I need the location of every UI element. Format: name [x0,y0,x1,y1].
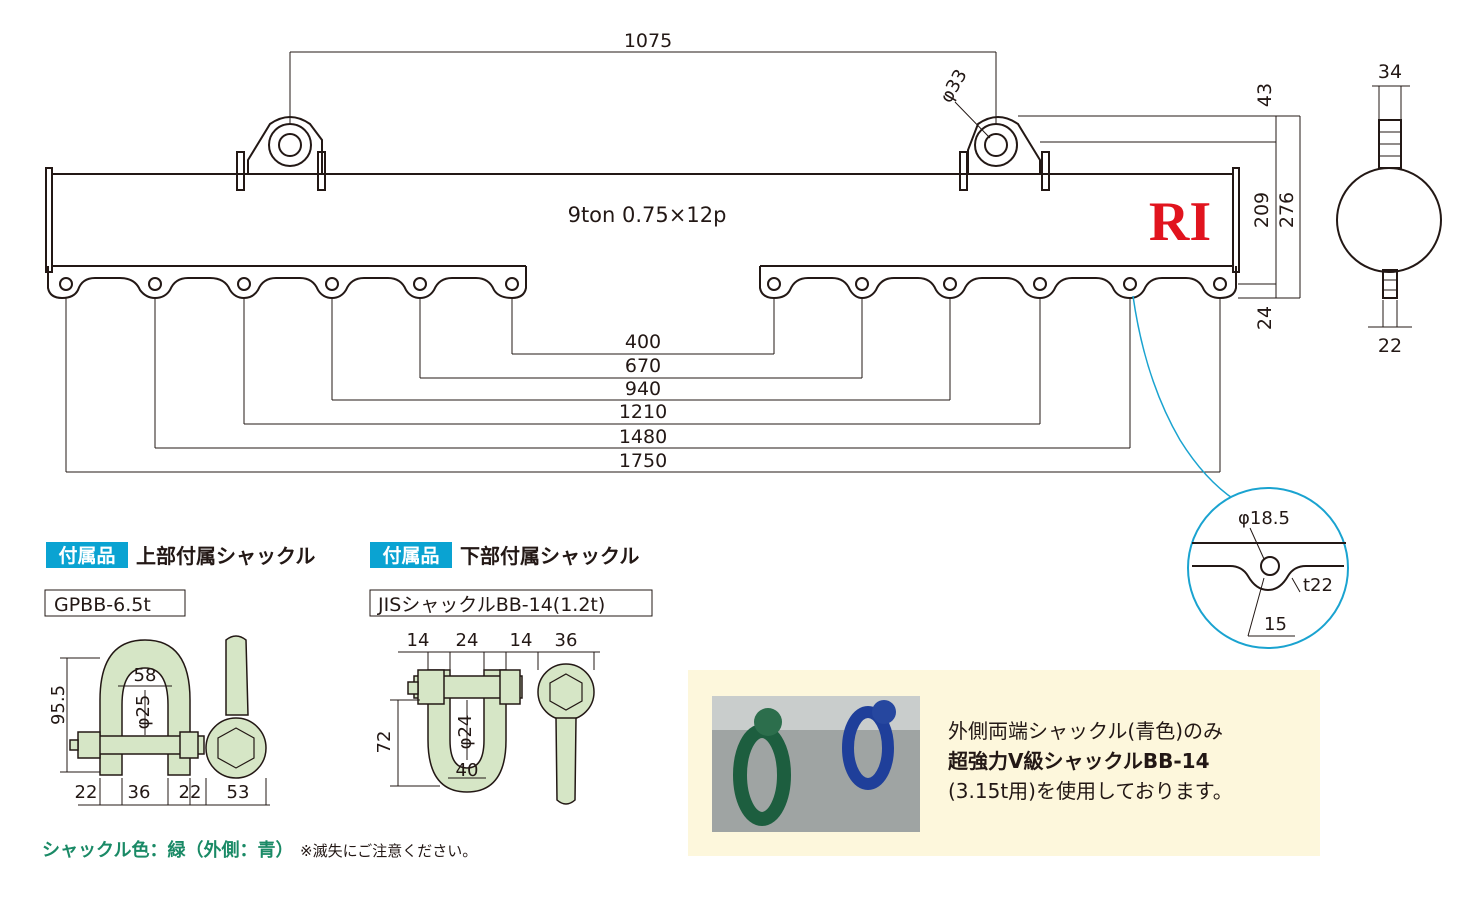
right-dimension: 43 209 276 24 [1018,83,1301,330]
detail-t: t22 [1303,575,1333,596]
upper-shackle-section: 付属品 上部付属シャックル GPBB-6.5t 95.5 58 φ25 22 3… [44,542,315,806]
lower-dim-pin: φ24 [455,715,476,750]
note-line1: 外側両端シャックル(青色)のみ [948,719,1223,743]
dim-34: 34 [1378,61,1402,83]
detail-r: 15 [1264,614,1287,635]
top-lug-left [236,116,326,191]
lower-dim-w: 40 [456,760,479,781]
note-line2: 超強力V級シャックルBB-14 [947,749,1210,773]
top-lug-right [959,116,1050,191]
bottom-holes [59,277,1227,291]
span-940: 940 [625,378,661,400]
span-dimensions: 400 670 940 1210 1480 1750 [65,298,1221,473]
detail-dia: φ18.5 [1238,508,1290,529]
beam-label: 9ton 0.75×12p [568,203,727,227]
span-400: 400 [625,331,661,353]
upper-dim-c: 22 [179,782,202,803]
dim-209: 209 [1251,192,1273,228]
loss-caution: ※滅失にご注意ください。 [300,842,477,860]
dim-276: 276 [1276,192,1298,228]
shackle-color-note: シャックル色：緑（外側：青） [42,839,293,861]
span-1210: 1210 [619,401,667,423]
lower-shackle-section: 付属品 下部付属シャックル JISシャックルBB-14(1.2t) 14 24 … [369,542,653,805]
upper-model: GPBB-6.5t [54,594,151,616]
lower-title: 下部付属シャックル [460,544,639,568]
hole-detail: φ18.5 t22 15 [1132,295,1349,649]
dim-24: 24 [1254,306,1276,330]
upper-dim-h: 95.5 [48,685,69,725]
upper-dim-w: 58 [134,665,157,686]
upper-dim-a: 22 [75,782,98,803]
dim-22: 22 [1378,335,1402,357]
upper-dim-pin: φ25 [133,695,154,730]
lower-dim-a: 14 [407,630,430,651]
photo-note-box: 外側両端シャックル(青色)のみ 超強力V級シャックルBB-14 (3.15t用)… [688,670,1320,856]
upper-tag-bg [46,542,128,568]
upper-tag: 付属品 [58,544,115,567]
dim-1075: 1075 [624,30,672,52]
lower-model: JISシャックルBB-14(1.2t) [377,594,605,616]
lower-tag-bg [370,542,452,568]
main-beam: 9ton 0.75×12p RI [45,116,1240,300]
span-1750: 1750 [619,450,667,472]
upper-dim-b: 36 [128,782,151,803]
lower-tag: 付属品 [382,544,439,567]
lower-dim-d: 36 [555,630,578,651]
top-dimension: 1075 φ33 [289,30,997,139]
dim-43: 43 [1254,83,1276,107]
lower-dim-h: 72 [374,731,395,754]
lower-dim-b: 24 [456,630,479,651]
dim-hole-dia: φ33 [936,66,972,107]
span-670: 670 [625,355,661,377]
upper-dim-d: 53 [227,782,250,803]
upper-title: 上部付属シャックル [136,544,315,568]
span-1480: 1480 [619,426,667,448]
lower-dim-c: 14 [510,630,533,651]
ri-logo: RI [1149,191,1211,253]
footer-notes: シャックル色：緑（外側：青） ※滅失にご注意ください。 [42,839,477,861]
side-view: 34 22 [1336,61,1442,357]
note-line3: (3.15t用)を使用しております。 [948,779,1233,803]
